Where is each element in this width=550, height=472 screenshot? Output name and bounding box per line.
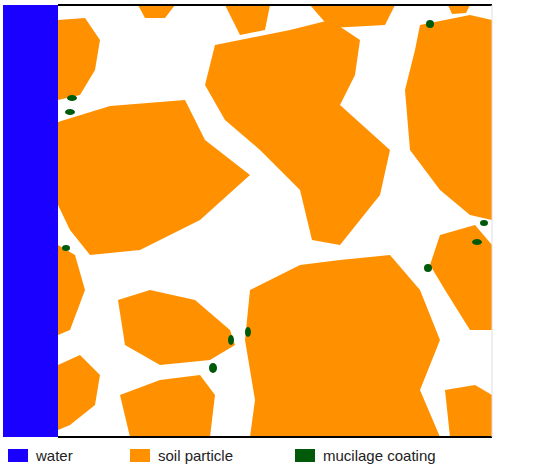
legend-item: soil particle bbox=[130, 447, 233, 464]
legend-label: soil particle bbox=[158, 447, 233, 464]
legend-item: water bbox=[8, 447, 73, 464]
legend-label: mucilage coating bbox=[323, 447, 436, 464]
soil-particles bbox=[58, 5, 492, 437]
legend-swatch bbox=[8, 449, 28, 462]
domain-bottom-border bbox=[58, 436, 492, 438]
mucilage-bridges bbox=[62, 20, 488, 373]
legend-label: water bbox=[36, 447, 73, 464]
domain-right-border bbox=[492, 5, 493, 437]
water-column bbox=[3, 5, 58, 437]
domain-top-border bbox=[58, 4, 492, 6]
legend-swatch bbox=[130, 449, 150, 462]
legend-swatch bbox=[295, 449, 315, 462]
legend-item: mucilage coating bbox=[295, 447, 436, 464]
